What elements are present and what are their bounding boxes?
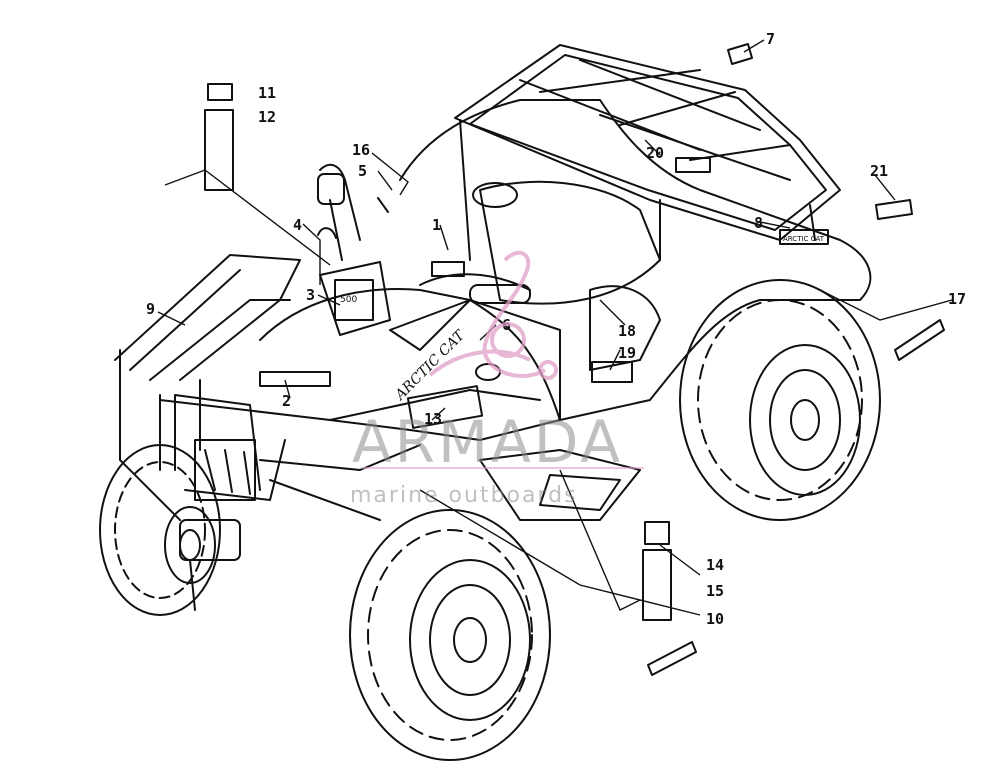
callout-2: 2 bbox=[282, 392, 291, 410]
callout-16: 16 bbox=[352, 141, 370, 159]
callout-18: 18 bbox=[618, 322, 636, 340]
callout-9: 9 bbox=[146, 300, 155, 318]
callout-7: 7 bbox=[766, 30, 775, 48]
callout-3: 3 bbox=[306, 286, 315, 304]
leader-lines bbox=[157, 39, 953, 616]
callout-12: 12 bbox=[258, 108, 276, 126]
watermark: ARMADA marine outboards bbox=[350, 250, 644, 508]
callout-10: 10 bbox=[706, 610, 724, 628]
callout-13: 13 bbox=[424, 410, 442, 428]
decal-texts: ARCTIC CAT ARCTIC CAT 500 bbox=[340, 235, 825, 405]
callout-20: 20 bbox=[646, 144, 664, 162]
watermark-line bbox=[362, 467, 644, 469]
watermark-title: ARMADA bbox=[352, 408, 623, 476]
watermark-logo bbox=[428, 250, 558, 380]
rack-brand-decal: ARCTIC CAT bbox=[783, 235, 825, 243]
footwell bbox=[479, 449, 641, 521]
pod-decal: 500 bbox=[340, 295, 357, 305]
rear-rack bbox=[454, 44, 841, 261]
winch bbox=[179, 519, 241, 611]
callout-11: 11 bbox=[258, 84, 276, 102]
main-body bbox=[259, 180, 661, 441]
callout-8: 8 bbox=[754, 214, 763, 232]
front-right-wheel bbox=[349, 509, 551, 761]
front-left-wheel bbox=[99, 444, 221, 616]
rear-fender bbox=[399, 99, 872, 421]
rear-right-wheel bbox=[679, 279, 881, 521]
callout-1: 1 bbox=[432, 216, 441, 234]
callout-17: 17 bbox=[948, 290, 966, 308]
callout-19: 19 bbox=[618, 344, 636, 362]
front-rack bbox=[114, 254, 541, 521]
callout-15: 15 bbox=[706, 582, 724, 600]
callout-5: 5 bbox=[358, 162, 367, 180]
callout-4: 4 bbox=[293, 216, 302, 234]
callout-21: 21 bbox=[870, 162, 888, 180]
watermark-subtitle: marine outboards bbox=[350, 483, 578, 508]
loose-decals bbox=[204, 43, 945, 676]
handlebar-pod bbox=[317, 163, 531, 336]
callout-14: 14 bbox=[706, 556, 724, 574]
